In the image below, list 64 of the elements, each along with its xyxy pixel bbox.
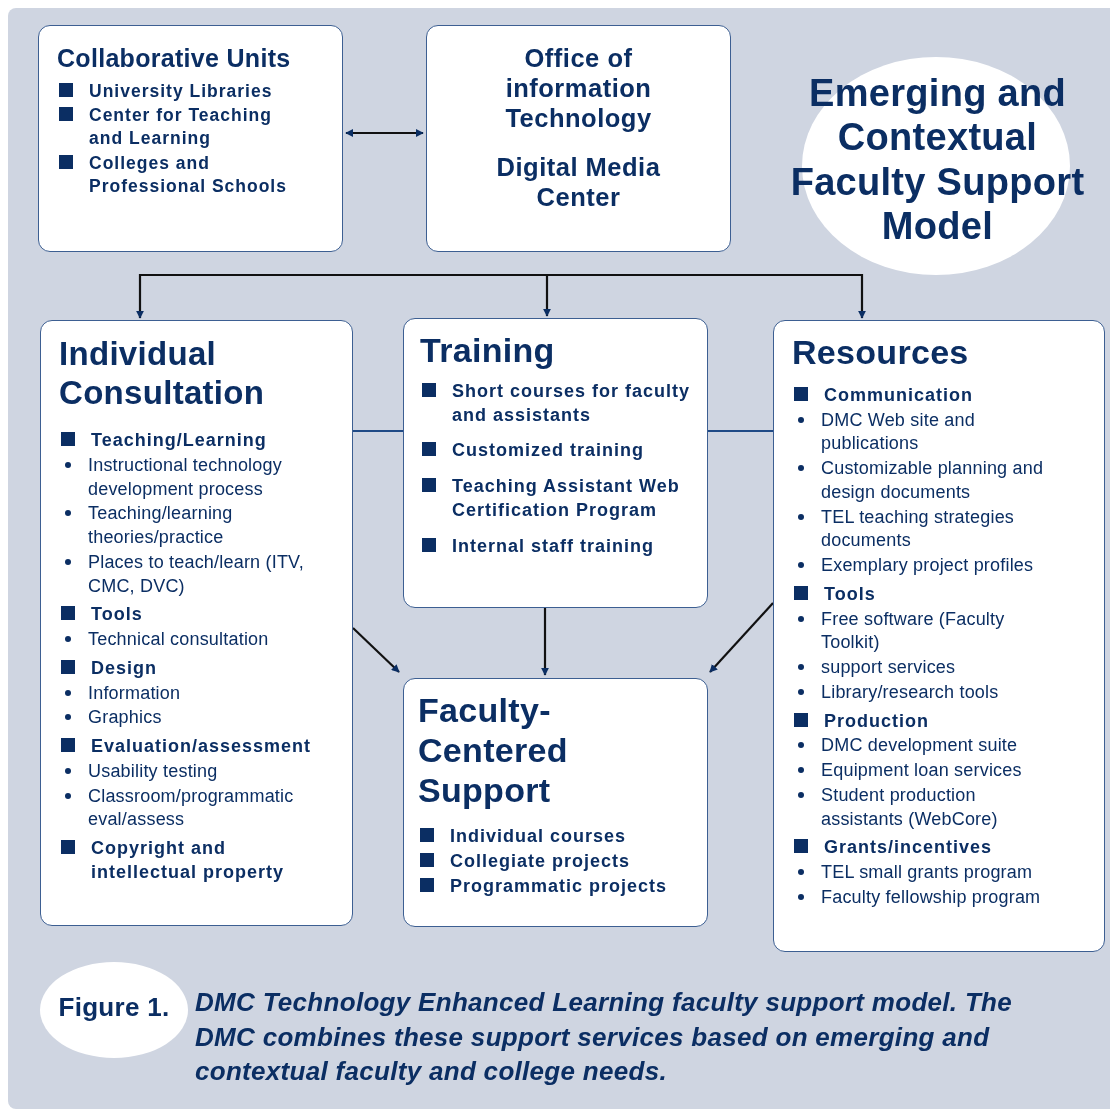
process-box [403, 318, 708, 608]
list-item: Faculty fellowship program [821, 885, 1041, 909]
list-item: DMC development suite [821, 734, 1018, 758]
arrow [345, 129, 424, 137]
list-item: Usability testing [88, 759, 218, 783]
list-heading: Center for Teaching and Learning [89, 104, 273, 151]
list-item: Graphics [88, 706, 162, 730]
list-heading: Customized training [452, 439, 644, 463]
list-heading: Production [824, 709, 929, 733]
list-item: Exemplary project profiles [821, 554, 1034, 577]
title-text: Figure 1. [58, 991, 170, 1023]
list-heading: Internal staff training [452, 534, 654, 558]
process-box [403, 678, 708, 927]
list-item: Teaching/learning theories/practice [88, 502, 234, 550]
caption: DMC Technology Enhanced Learning faculty support model. The DMC combines these support services based on emerging and contextual faculty and college needs. [195, 986, 1014, 1089]
list-heading: Copyright and intellectual property [91, 837, 286, 884]
list-heading: Colleges and Professional Schools [89, 151, 288, 198]
list-heading: University Libraries [89, 80, 273, 104]
list-item: TEL teaching strategies documents [821, 505, 1016, 553]
list-heading: Teaching Assistant Web Certification Program [452, 475, 681, 522]
arrow [547, 273, 866, 319]
list-item: Places to teach/learn (ITV, CMC, DVC) [88, 550, 305, 598]
list-item: Classroom/programmatic eval/assess [88, 784, 295, 832]
arrow [352, 627, 400, 673]
box-heading: Individual Consultation [59, 335, 266, 413]
connector-line [353, 429, 403, 433]
list-item: Information [88, 681, 181, 705]
list-item: support services [821, 656, 956, 679]
box-heading: Office of information Technology [504, 44, 653, 134]
list-heading: Short courses for faculty and assistants [452, 379, 692, 427]
list-item: DMC Web site and publications [821, 408, 976, 456]
box-heading: Training [420, 331, 556, 371]
list-heading: Individual courses [450, 825, 627, 849]
process-box [773, 320, 1105, 952]
box-heading: Digital Media Center [495, 153, 662, 214]
list-item: Student production assistants (WebCore) [821, 783, 999, 831]
list-item: Instructional technology development process [88, 453, 283, 501]
arrow [709, 602, 774, 673]
arrow [136, 273, 547, 319]
list-item: Technical consultation [88, 628, 269, 652]
process-box [38, 25, 343, 252]
list-heading: Teaching/Learning [91, 429, 267, 453]
list-heading: Design [91, 656, 157, 680]
title-text: Emerging and Contextual Faculty Support Model [789, 70, 1086, 249]
list-heading: Collegiate projects [450, 850, 631, 874]
list-item: Free software (Faculty Toolkit) [821, 607, 1006, 655]
box-heading: Faculty-Centered Support [418, 691, 569, 811]
list-heading: Tools [91, 603, 143, 627]
list-item: Library/research tools [821, 680, 999, 704]
list-heading: Evaluation/assessment [91, 735, 312, 759]
box-heading: Resources [792, 333, 970, 373]
list-heading: Communication [824, 383, 973, 407]
arrow [543, 273, 551, 317]
list-heading: Tools [824, 582, 876, 606]
arrow [541, 608, 549, 676]
list-heading: Grants/incentives [824, 836, 993, 860]
box-heading: Collaborative Units [57, 44, 292, 74]
process-box [426, 25, 731, 252]
list-heading: Programmatic projects [450, 874, 668, 898]
connector-line [708, 429, 773, 433]
list-item: Customizable planning and design documents [821, 457, 1045, 504]
list-item: TEL small grants program [821, 861, 1033, 884]
list-item: Equipment loan services [821, 759, 1022, 782]
process-box [40, 320, 353, 926]
